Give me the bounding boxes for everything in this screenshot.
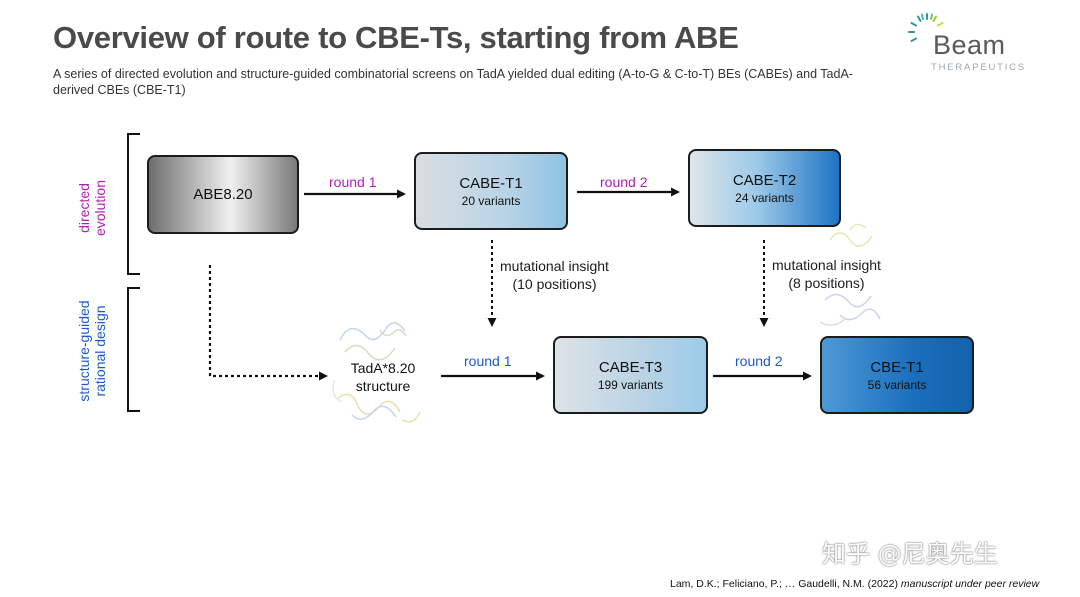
protein-structure-image: [332, 322, 421, 423]
sunburst-icon: [908, 13, 944, 42]
protein-structure-image-2: [819, 223, 881, 326]
node-name: ABE8.20: [193, 186, 253, 203]
arrow-abe-to-structure: [208, 265, 328, 381]
side-label-rational-design: structure-guided rational design: [76, 300, 108, 402]
node-name: CABE-T3: [598, 358, 663, 376]
bracket-directed-evolution: [127, 133, 140, 275]
edge-label-insight-1: mutational insight (10 positions): [500, 258, 609, 292]
node-variants: 20 variants: [461, 193, 521, 208]
node-name: CBE-T1: [870, 358, 924, 376]
node-name: CABE-T2: [732, 171, 797, 189]
node-variants: 199 variants: [597, 377, 664, 392]
node-name: CABE-T1: [459, 174, 523, 192]
edge-label-round2-top: round 2: [600, 174, 648, 190]
node-cabe-t2: CABE-T2 24 variants: [688, 149, 841, 227]
slide-subtitle: A series of directed evolution and struc…: [53, 67, 853, 97]
bracket-rational-design: [127, 287, 140, 412]
node-variants: 24 variants: [735, 190, 794, 205]
node-abe8-20: ABE8.20: [147, 155, 299, 234]
slide-title: Overview of route to CBE-Ts, starting fr…: [53, 20, 739, 55]
node-cabe-t1: CABE-T1 20 variants: [414, 152, 568, 230]
node-cbe-t1: CBE-T1 56 variants: [820, 336, 974, 414]
watermark: 知乎 @尼奥先生: [822, 540, 998, 568]
node-cabe-t3: CABE-T3 199 variants: [553, 336, 708, 414]
edge-label-insight-2: mutational insight (8 positions): [772, 257, 881, 291]
node-tada-structure: TadA*8.20 structure: [350, 360, 416, 394]
logo-tagline: THERAPEUTICS: [931, 62, 1026, 73]
citation: Lam, D.K.; Feliciano, P.; … Gaudelli, N.…: [670, 578, 1040, 590]
edge-label-round1-bottom: round 1: [464, 353, 512, 369]
side-label-directed-evolution: directed evolution: [76, 179, 108, 237]
edge-label-round2-bottom: round 2: [735, 353, 783, 369]
node-variants: 56 variants: [867, 377, 927, 392]
logo-name: Beam: [933, 30, 1006, 60]
edge-label-round1-top: round 1: [329, 174, 377, 190]
company-logo: Beam THERAPEUTICS: [905, 10, 1045, 75]
